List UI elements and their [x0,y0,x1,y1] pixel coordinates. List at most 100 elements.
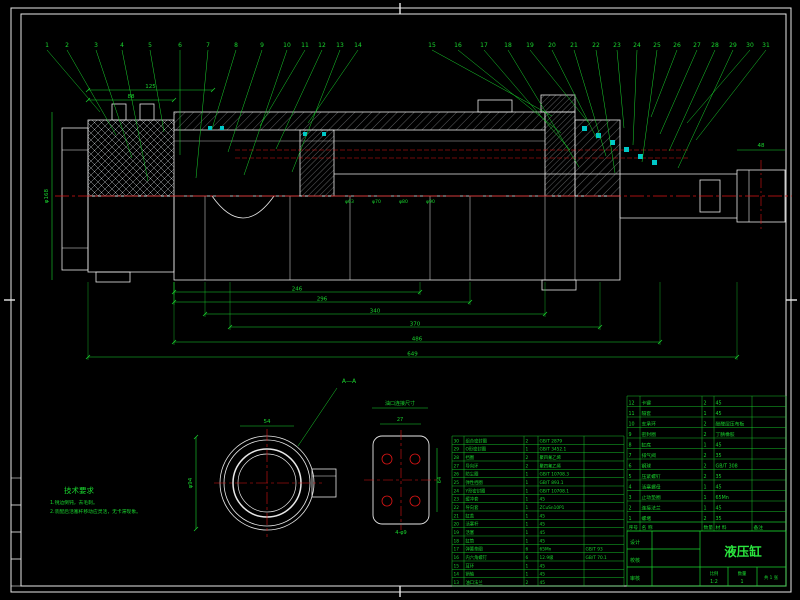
bom-table-right: 12卡键24511隔套14510支承环2酚醛层压布板9密封圈2丁腈橡胶8缸底14… [627,396,786,531]
balloon-number: 21 [570,42,578,49]
balloon-number: 8 [234,42,238,49]
bom-cell: O形密封圈 [466,446,487,453]
bom-cell: 28 [454,455,460,461]
bom-cell: 45 [716,485,722,491]
flange-view: 油口连接尺寸 27 64 4-φ9 [364,400,443,536]
balloon-number: 5 [148,42,152,49]
bom-cell: 5 [629,474,632,480]
rear-mount-plate [62,128,88,270]
dim-text: 340 [370,309,381,315]
bom-cell: 导向环 [466,462,480,469]
detail-view-label: A—A [342,378,357,385]
revision-strip-box [11,505,21,532]
bom-cell: 钢球 [642,463,652,470]
dim-text: 48 [758,143,765,149]
balloon-number: 22 [592,42,600,49]
bom-cell: 8 [629,443,632,449]
bom-cell: 耳环 [466,563,475,569]
balloon-number: 12 [318,42,326,49]
bom-cell: 45 [540,563,546,569]
bom-cell: 油口法兰 [466,579,484,586]
bom-cell: 1 [526,488,529,494]
balloon-number: 4 [120,42,124,49]
bom-cell: 45 [716,506,722,512]
bom-cell: 2 [526,463,529,469]
bom-cell: 45 [540,513,546,519]
bom-cell: 1 [704,506,707,512]
tech-req-line: 2.装配后活塞杆移动应灵活，无卡滞现象。 [50,508,141,515]
bom-cell: 压紧螺钉 [642,473,661,480]
bom-cell: 17 [454,547,460,553]
bom-cell: 26 [454,472,460,478]
bom-cell: 组合密封圈 [466,437,487,444]
bom-cell: 缓冲套 [466,496,480,503]
tech-req-line: 1.锐边倒钝，去毛刺。 [50,499,98,506]
bom-cell: 1 [704,443,707,449]
bom-cell: ZCuSn10P1 [540,505,565,511]
bom-cell: GB/T 308 [716,464,738,470]
bom-cell: 9 [629,432,632,438]
bom-cell: GB/T 10708.3 [540,472,570,478]
rear-cap-lower [88,196,174,272]
bom-cell: 1 [526,472,529,478]
tech-requirements: 技术要求 1.锐边倒钝，去毛刺。 2.装配后活塞杆移动应灵活，无卡滞现象。 [50,485,141,515]
bom-cell: 19 [454,530,460,536]
cylinder-lower-half [174,196,620,280]
dim-text: 296 [317,297,328,303]
bom-cell: 24 [454,488,460,494]
bom-cell: 45 [540,530,546,536]
bom-cell: 25 [454,480,460,486]
bom-cell: 2 [526,455,529,461]
sheet-info: 共 1 张 [764,574,779,581]
balloon-number: 14 [354,42,362,49]
seal-mark-icon [322,132,326,136]
balloon-number: 23 [613,42,621,49]
bom-cell: 材 料 [716,524,727,531]
scale-label: 比例 [710,570,719,577]
bom-cell: 1 [526,513,529,519]
bom-cell: 20 [454,522,460,528]
bore-dim-text: φ90 [426,199,435,205]
bom-cell: 6 [526,555,529,561]
drawing-frame [4,3,797,597]
bom-cell: 35 [716,516,722,522]
bom-cell: 1 [704,485,707,491]
balloon-number: 24 [633,42,641,49]
bom-cell: 30 [454,438,460,444]
bom-cell: 12.9级 [540,554,555,561]
bolt-boss [112,104,126,120]
balloon-number: 18 [504,42,512,49]
role-approver: 审核 [630,575,640,582]
part-title: 液压缸 [724,544,762,559]
bore-dim-text: φ80 [399,199,408,205]
bom-cell: 3 [629,495,632,501]
leader-line [47,50,100,112]
bom-cell: 15 [454,563,460,569]
port-boss [478,100,512,112]
bom-cell: 2 [704,474,707,480]
bom-cell: 缸盖 [466,512,475,519]
bom-cell: 35 [716,453,722,459]
leader-line [660,50,697,134]
bom-cell: 密封圈 [642,431,657,438]
piston-section [300,130,334,196]
bom-cell: 1 [526,505,529,511]
detail-view: A—A φ94 54 [188,378,357,537]
bom-cell: GB/T 70.1 [586,555,608,561]
bom-cell: 35 [716,474,722,480]
bom-cell: 4 [629,485,632,491]
bom-cell: 活塞杆 [466,521,480,528]
bom-cell: 2 [704,453,707,459]
trunnion-bulge [212,196,274,218]
bom-cell: 数量 [704,524,714,531]
bom-cell: 10 [629,422,635,428]
leader-line [642,50,657,162]
seal-mark-icon [220,126,224,130]
bom-cell: 1 [704,411,707,417]
bom-cell: 16 [454,555,460,561]
bom-cell: 22 [454,505,460,511]
bom-cell: 45 [716,401,722,407]
bom-cell: 名 称 [642,524,653,531]
balloon-number: 9 [260,42,264,49]
